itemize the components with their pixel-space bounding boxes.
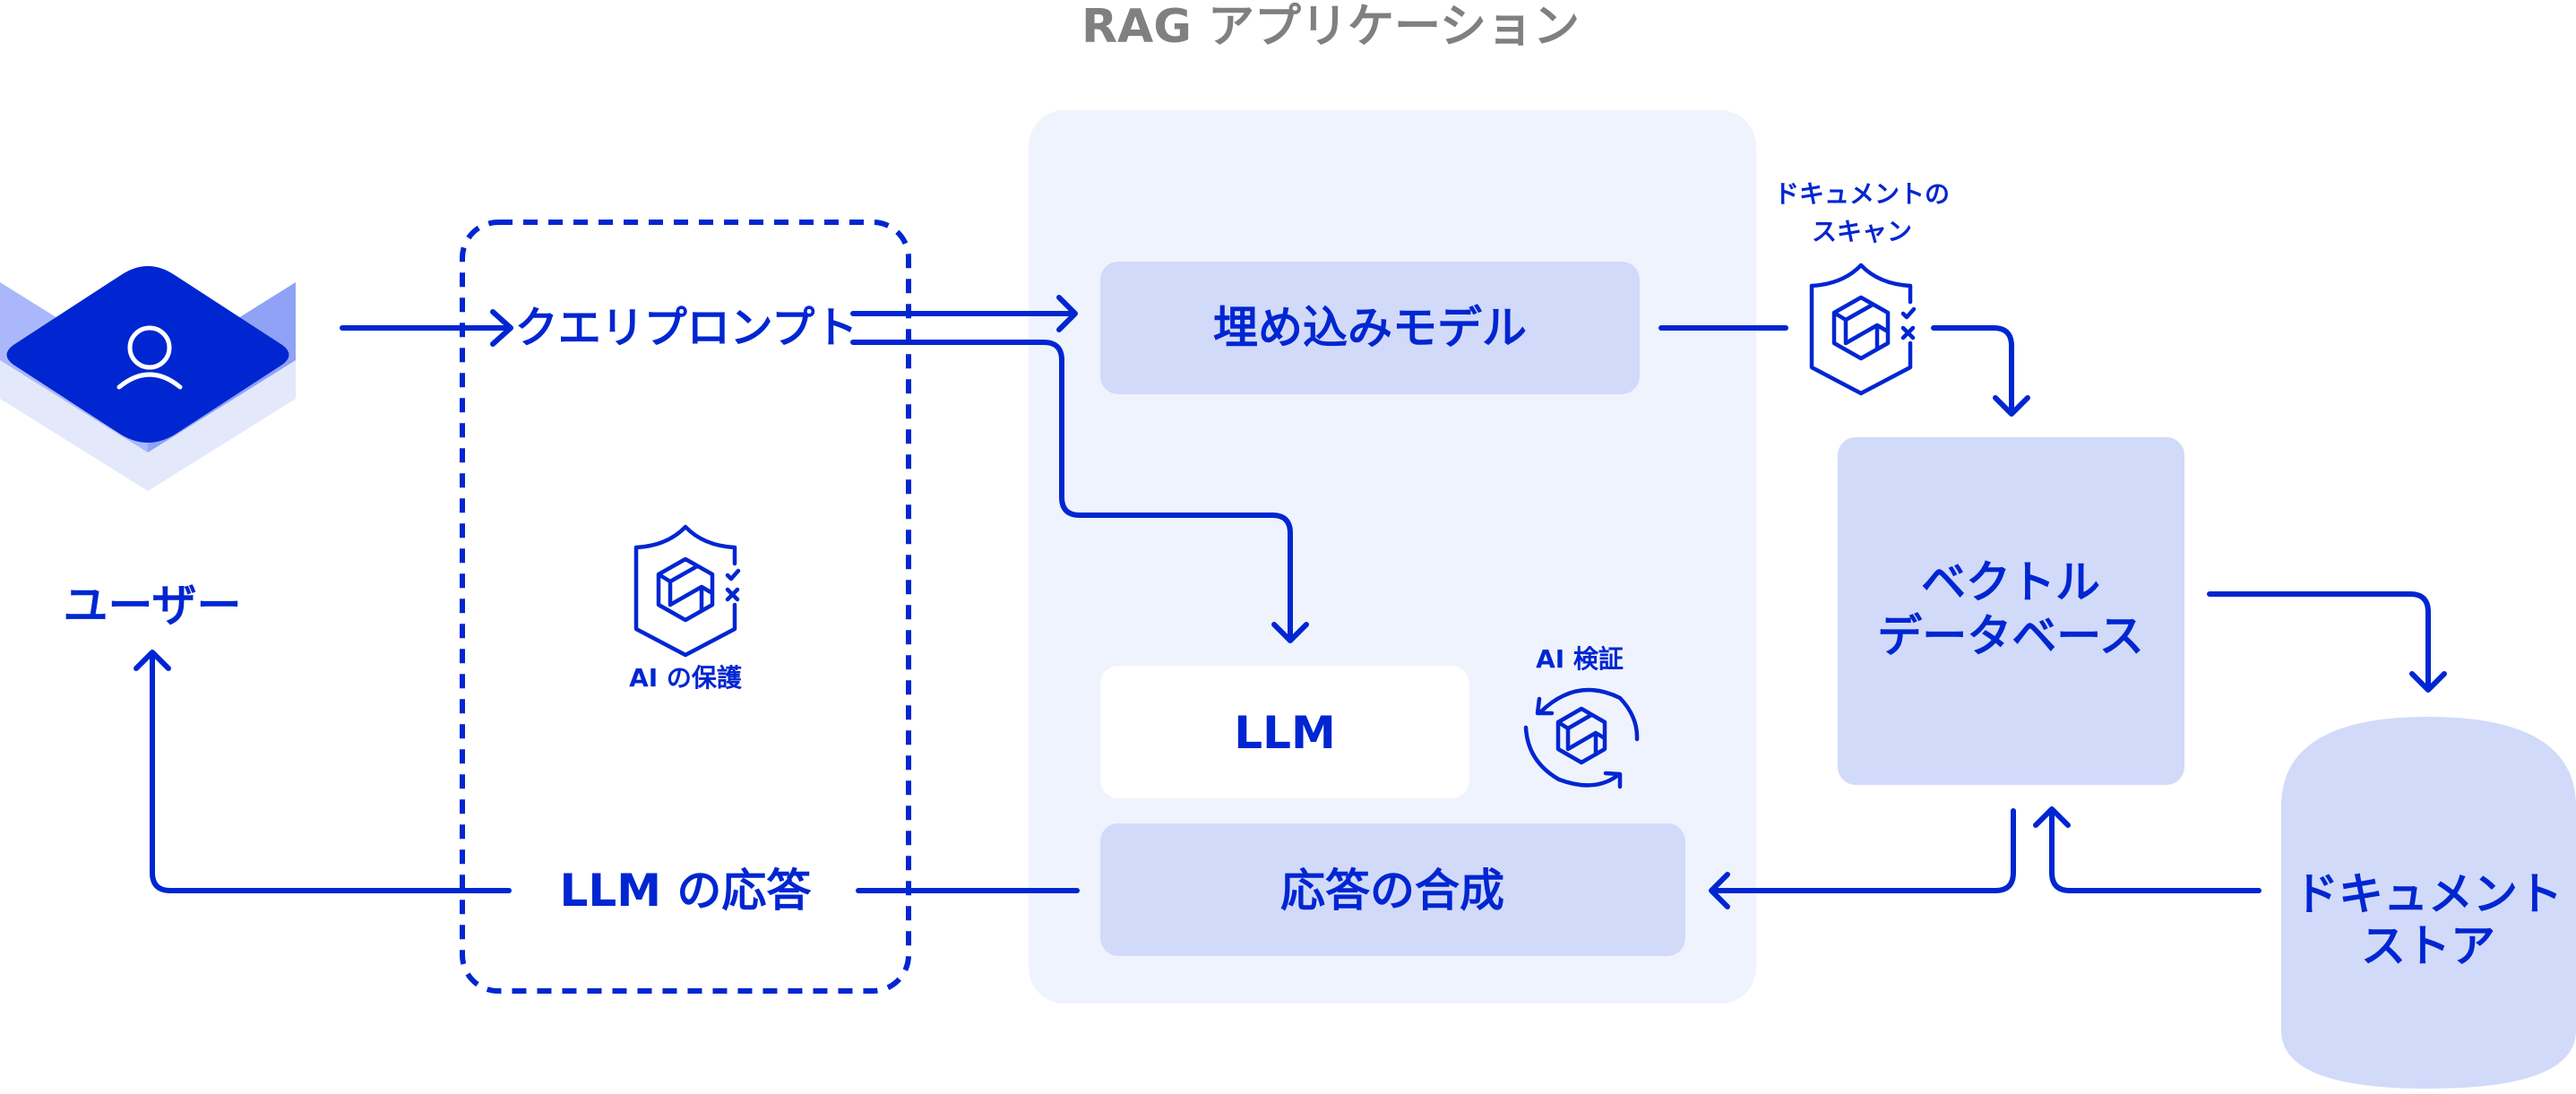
llm-response-label: LLM の応答 [560, 865, 813, 917]
document-scan-label-line1: ドキュメントの [1774, 179, 1950, 209]
llm-node[interactable] [1100, 666, 1469, 798]
arrow-user-to-query [340, 309, 513, 347]
arrow-query-to-llm [850, 340, 1309, 643]
refresh-cube-icon [1523, 687, 1640, 789]
user-block-shadow [0, 349, 296, 491]
ai-verification-label: AI 検証 [1536, 644, 1624, 674]
ai-protection-label: AI の保護 [629, 663, 743, 693]
shield-check-icon [1809, 263, 1917, 396]
embedding-model-node[interactable] [1100, 262, 1640, 394]
arrow-scan-to-vectordb [1931, 325, 2030, 417]
person-icon [116, 325, 183, 390]
ai-protection-boundary [460, 220, 911, 994]
arrow-query-to-embedding [850, 295, 1078, 332]
response-synthesis-label: 応答の合成 [1280, 865, 1504, 917]
response-synthesis-node[interactable] [1100, 823, 1685, 956]
embedding-model-label: 埋め込みモデル [1213, 302, 1527, 354]
llm-response-label-bg [520, 860, 851, 923]
ai-protection-icon [633, 524, 741, 658]
document-store-label-line1: ドキュメント [2294, 868, 2563, 920]
document-scan-label-line2: スキャン [1812, 217, 1912, 246]
vector-db-label-line1: ベクトル [1921, 556, 2100, 608]
document-store-label-line2: ストア [2361, 920, 2495, 972]
user-label: ユーザー [64, 580, 242, 632]
ai-verification-icon [1523, 687, 1640, 789]
diagram-title: RAG アプリケーション [1081, 0, 1580, 54]
arrow-docstore-to-vectordb [2033, 806, 2262, 893]
document-scan-icon [1809, 263, 1917, 396]
vector-db-label-line2: データベース [1877, 610, 2144, 662]
arrow-response-to-user [134, 650, 512, 893]
query-prompt-label[interactable]: クエリプロンプト [515, 303, 858, 353]
shield-check-icon [633, 524, 741, 658]
arrow-vectordb-to-synthesis [1709, 808, 2016, 909]
vector-db-node[interactable] [1838, 437, 2184, 785]
arrow-vectordb-to-docstore [2207, 591, 2447, 693]
llm-label: LLM [1234, 707, 1335, 759]
document-store-node[interactable] [2281, 717, 2576, 1089]
user-block-top [6, 266, 289, 443]
document-store-cylinder [2281, 717, 2576, 1089]
user-node[interactable] [0, 266, 296, 491]
